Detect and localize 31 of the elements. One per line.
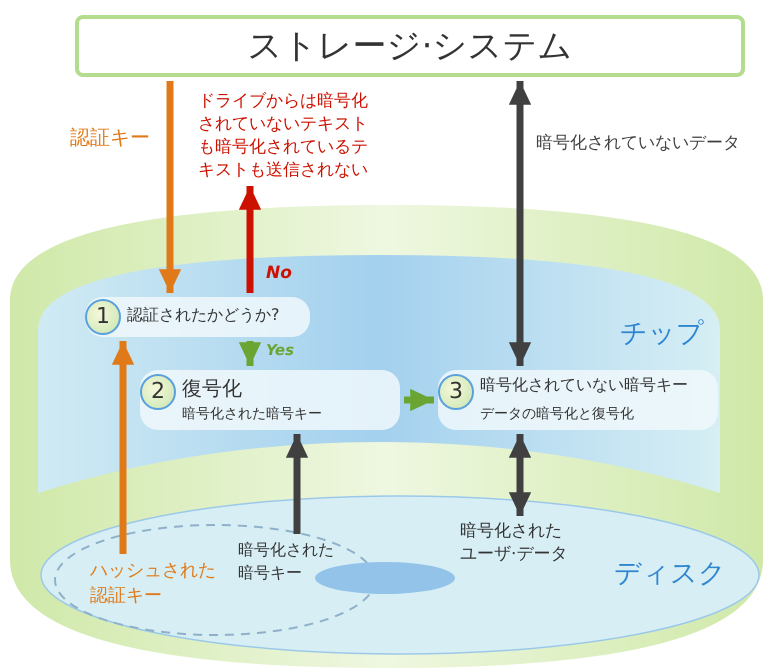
disk-platter: [40, 495, 760, 655]
note-text: ドライブからは暗号化されていないテキストも暗号化されているテキストも送信されない: [198, 90, 376, 182]
edge-label: No: [266, 263, 292, 283]
step-description: データの暗号化と復号化: [480, 405, 634, 423]
step-number: 2: [140, 374, 176, 410]
band-label: ディスク: [614, 557, 726, 591]
chip-band: [38, 255, 720, 493]
caption-text: ハッシュされた認証キー: [90, 558, 222, 608]
edge-label: 暗号化されていないデータ: [536, 132, 740, 154]
arrow: [508, 81, 532, 366]
arrow: [238, 186, 262, 293]
edge-label: 認証キー: [70, 124, 150, 151]
system-box: ストレージ·システム: [75, 15, 745, 77]
caption-text: 暗号化された暗号キー: [238, 538, 338, 584]
edge-label: Yes: [266, 341, 294, 359]
arrow: [404, 388, 434, 412]
step-box: [85, 297, 310, 337]
band-label: チップ: [620, 317, 704, 351]
step-box: [438, 370, 718, 430]
step-title: 復号化: [182, 375, 242, 402]
step-number: 3: [438, 374, 474, 410]
step-description: 暗号化された暗号キー: [182, 405, 322, 423]
arrow: [158, 81, 182, 293]
caption-text: 暗号化されたユーザ·データ: [460, 520, 568, 566]
step-number: 1: [85, 299, 121, 335]
step-box: [140, 370, 400, 430]
arrow: [286, 434, 308, 534]
arrow: [508, 434, 532, 516]
step-title: 認証されたかどうか?: [127, 305, 280, 326]
step-title: 暗号化されていない暗号キー: [480, 375, 688, 396]
arrow: [238, 341, 262, 366]
